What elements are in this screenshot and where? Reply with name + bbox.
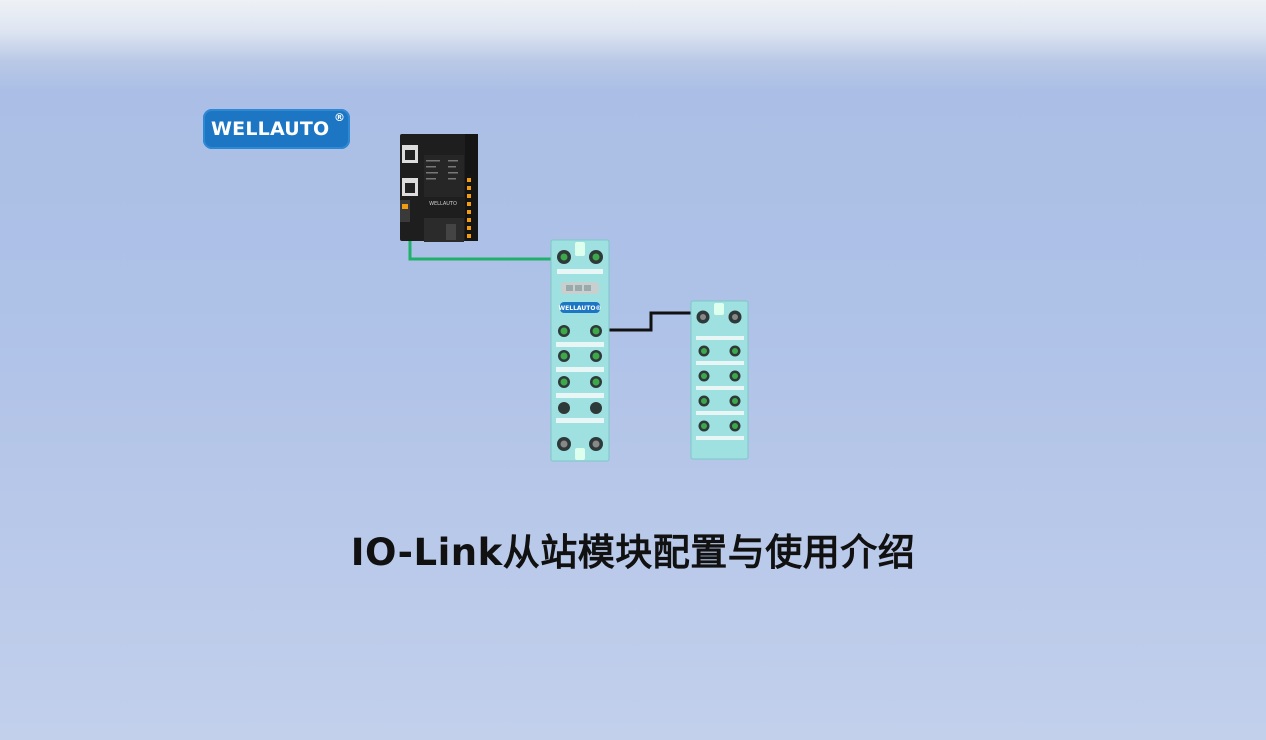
page-title: IO-Link从站模块配置与使用介绍 xyxy=(350,531,916,574)
iolink-slave-module xyxy=(690,300,749,460)
controller-brand: WELLAUTO xyxy=(429,201,457,207)
iolink-cable xyxy=(596,311,703,332)
logo-text: WELLAUTO xyxy=(211,118,330,140)
controller-device: WELLAUTO xyxy=(400,134,478,242)
master-brand: WELLAUTO® xyxy=(559,305,602,312)
iolink-master-module: WELLAUTO® xyxy=(550,239,610,462)
registered-mark: ® xyxy=(334,111,345,124)
wellauto-logo: WELLAUTO ® xyxy=(203,109,350,149)
